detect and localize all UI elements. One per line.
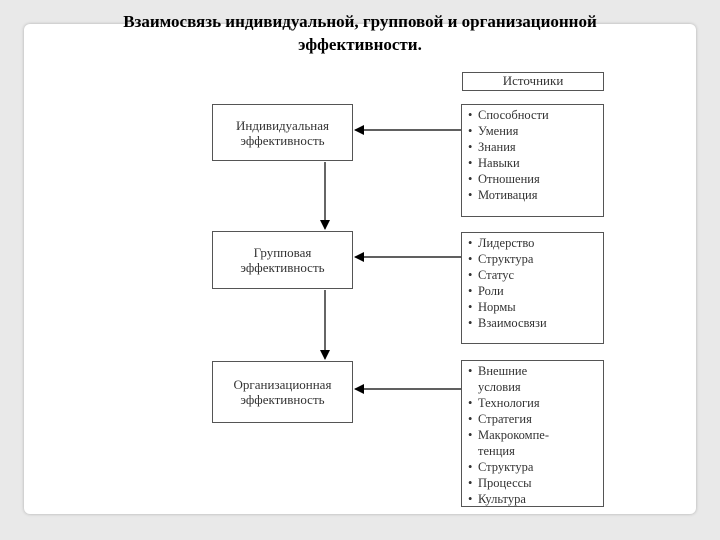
source-item: Навыки bbox=[468, 155, 603, 171]
source-item: Умения bbox=[468, 123, 603, 139]
source-item: Статус bbox=[468, 267, 603, 283]
source-item: Роли bbox=[468, 283, 603, 299]
group-sources-box: Лидерство Структура Статус Роли Нормы Вз… bbox=[461, 232, 604, 344]
organizational-label-1: Организационная bbox=[233, 377, 332, 392]
source-item: Макрокомпе- тенция bbox=[468, 427, 603, 459]
organizational-label-2: эффективность bbox=[240, 392, 325, 407]
sources-header: Источники bbox=[462, 72, 604, 91]
title-line-2: эффективности. bbox=[298, 35, 422, 54]
source-item: Мотивация bbox=[468, 187, 603, 203]
individual-label-1: Индивидуальная bbox=[236, 117, 329, 133]
individual-effectiveness-box: Индивидуальная эффективность bbox=[212, 104, 353, 161]
individual-label-2: эффективность bbox=[240, 132, 325, 148]
organizational-sources-box: Внешние условия Технология Стратегия Мак… bbox=[461, 360, 604, 507]
source-item: Лидерство bbox=[468, 235, 603, 251]
source-item: Процессы bbox=[468, 475, 603, 491]
source-item: Технология bbox=[468, 395, 603, 411]
page-title: Взаимосвязь индивидуальной, групповой и … bbox=[0, 10, 720, 56]
source-item: Взаимосвязи bbox=[468, 315, 603, 331]
source-item: Стратегия bbox=[468, 411, 603, 427]
source-item: Структура bbox=[468, 459, 603, 475]
source-item: Внешние условия bbox=[468, 363, 603, 395]
group-effectiveness-box: Групповая эффективность bbox=[212, 231, 353, 289]
organizational-effectiveness-box: Организационная эффективность bbox=[212, 361, 353, 423]
source-item: Способности bbox=[468, 107, 603, 123]
group-label-1: Групповая bbox=[253, 245, 312, 260]
source-item: Отношения bbox=[468, 171, 603, 187]
individual-sources-box: Способности Умения Знания Навыки Отношен… bbox=[461, 104, 604, 217]
source-item: Знания bbox=[468, 139, 603, 155]
source-item: Нормы bbox=[468, 299, 603, 315]
title-line-1: Взаимосвязь индивидуальной, групповой и … bbox=[123, 12, 597, 31]
group-label-2: эффективность bbox=[240, 260, 325, 275]
source-item: Культура bbox=[468, 491, 603, 507]
source-item: Структура bbox=[468, 251, 603, 267]
